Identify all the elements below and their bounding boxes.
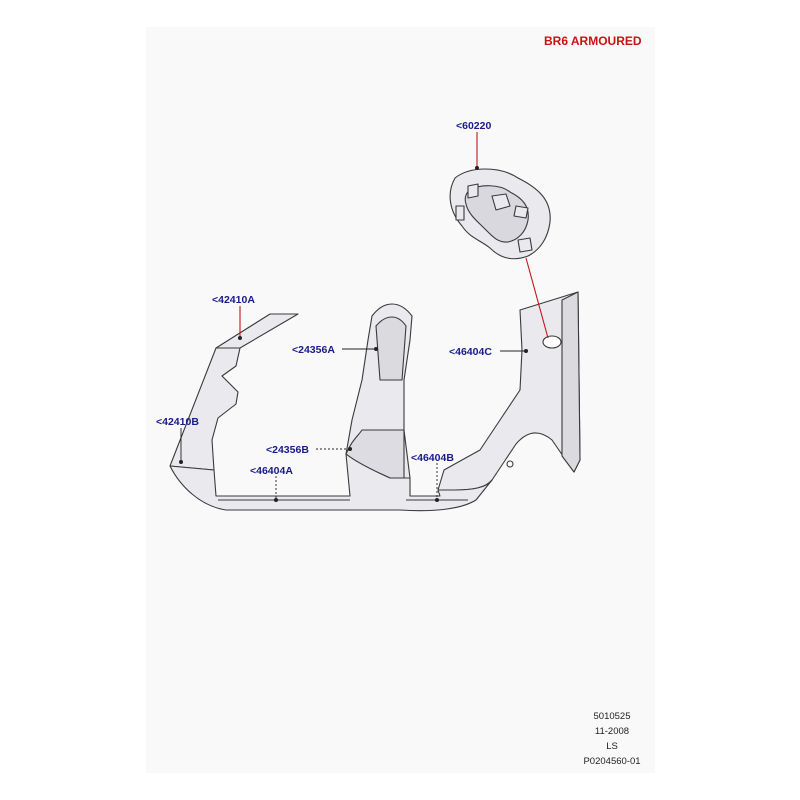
leader-dot xyxy=(435,498,439,502)
trim-cover-tab xyxy=(455,205,465,221)
centre-pillar-recess xyxy=(375,316,407,381)
upper-strip-part xyxy=(215,313,299,349)
variant-label: BR6 ARMOURED xyxy=(544,34,642,48)
rear-panel-flange xyxy=(561,291,581,473)
leader-dot xyxy=(524,349,528,353)
footer-date: 11-2008 xyxy=(594,726,630,737)
callout-24356A[interactable]: <24356A xyxy=(292,344,335,356)
leader-dot xyxy=(274,498,278,502)
footer-model: LS xyxy=(606,741,618,752)
leader-dot xyxy=(374,347,378,351)
leader-dot xyxy=(348,447,352,451)
rear-panel-part xyxy=(437,291,581,491)
rear-panel-clip xyxy=(506,460,514,468)
callout-46404C[interactable]: <46404C xyxy=(449,346,492,358)
footer-part-ref: P0204560-01 xyxy=(583,756,641,767)
leader-line-60220-lower xyxy=(525,257,549,339)
leader-dot xyxy=(238,336,242,340)
trim-cover-tab xyxy=(491,193,511,211)
trim-cover-tab xyxy=(517,237,533,253)
callout-42410B[interactable]: <42410B xyxy=(156,416,199,428)
footer-code: 5010525 xyxy=(593,711,631,722)
sill-strip-part xyxy=(169,453,493,512)
left-panel-part xyxy=(169,347,241,471)
trim-cover-tab xyxy=(513,205,529,219)
trim-cover-inner xyxy=(464,185,529,243)
leader-dot xyxy=(475,166,479,170)
rear-panel-hole xyxy=(542,335,562,349)
callout-42410A[interactable]: <42410A xyxy=(212,294,255,306)
trim-cover-tab xyxy=(467,183,479,199)
callout-46404B[interactable]: <46404B xyxy=(411,452,454,464)
callout-60220[interactable]: <60220 xyxy=(456,120,491,132)
callout-24356B[interactable]: <24356B xyxy=(266,444,309,456)
leader-dot xyxy=(179,460,183,464)
callout-46404A[interactable]: <46404A xyxy=(250,465,293,477)
